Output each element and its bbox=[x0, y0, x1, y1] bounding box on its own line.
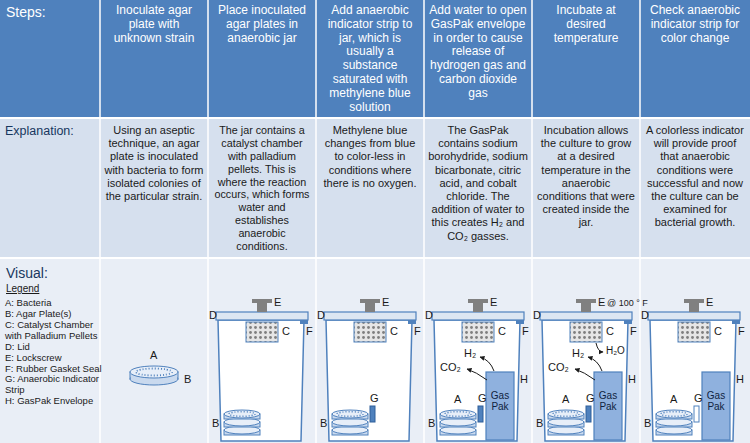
indicator-strip bbox=[370, 406, 375, 422]
callout-letter: B bbox=[644, 418, 651, 429]
agar-plates bbox=[656, 410, 692, 435]
legend-heading: Legend bbox=[6, 284, 39, 294]
callout-letter: E bbox=[706, 297, 713, 308]
callout-letter: E bbox=[598, 297, 605, 308]
gas-label: H₂ bbox=[464, 348, 476, 359]
callout-letter: B bbox=[212, 418, 219, 429]
explanation-cell: Methylene blue changes from blue to colo… bbox=[320, 124, 420, 190]
callout-letter: C bbox=[498, 326, 506, 337]
legend-entry: D: Lid bbox=[5, 342, 103, 353]
anaerobic-jar bbox=[432, 299, 524, 441]
callout-letter: G bbox=[694, 393, 703, 404]
explanation-row bbox=[0, 119, 750, 257]
gaspak-envelope bbox=[594, 372, 622, 440]
agar-plates bbox=[440, 410, 476, 435]
legend-entry: G: Anaerobic Indicator Strip bbox=[5, 374, 103, 396]
anaerobic-jar bbox=[540, 299, 632, 441]
temperature-label: @ 100 ° F bbox=[607, 299, 648, 308]
legend-list: A: BacteriaB: Agar Plate(s)C: Catalyst C… bbox=[5, 298, 103, 407]
legend-entry: F: Rubber Gasket Seal bbox=[5, 364, 103, 375]
callout-letter: A bbox=[562, 394, 569, 405]
explanation-cell: The GasPak contains sodium borohydride, … bbox=[428, 124, 528, 243]
explanation-cell: A colorless indicator will provide proof… bbox=[644, 124, 746, 230]
row-heading: Steps: bbox=[6, 4, 46, 20]
callout-letter: A bbox=[454, 394, 461, 405]
water-label: H₂O bbox=[606, 346, 625, 356]
callout-letter: H bbox=[520, 374, 528, 385]
callout-letter: D bbox=[425, 310, 433, 321]
step-cell: Inoculate agar plate with unknown strain bbox=[104, 4, 204, 45]
row-heading: Visual: bbox=[6, 265, 48, 281]
explanation-cell: The jar contains a catalyst chamber with… bbox=[212, 124, 312, 253]
legend-entry: B: Agar Plate(s) bbox=[5, 309, 103, 320]
step-cell: Check anaerobic indicator strip for colo… bbox=[644, 4, 746, 45]
callout-letter: H bbox=[628, 374, 636, 385]
callout-letter: E bbox=[274, 297, 281, 308]
explanation-cell: Incubation allows the culture to grow at… bbox=[536, 124, 636, 230]
callout-letter: D bbox=[209, 310, 217, 321]
gaspak-label: Gas Pak bbox=[594, 390, 622, 412]
legend-entry: E: Lockscrew bbox=[5, 353, 103, 364]
callout-letter: E bbox=[490, 297, 497, 308]
gaspak-label: Gas Pak bbox=[486, 390, 514, 412]
step-cell: Add water to open GasPak envelope in ord… bbox=[428, 4, 528, 101]
callout-letter: G bbox=[370, 393, 379, 404]
indicator-strip bbox=[586, 406, 591, 422]
agar-plates bbox=[224, 410, 260, 435]
anaerobic-jar bbox=[216, 299, 308, 441]
callout-letter: F bbox=[414, 326, 421, 337]
callout-letter: A bbox=[150, 350, 157, 361]
header-row bbox=[0, 0, 750, 117]
callout-letter: B bbox=[428, 418, 435, 429]
callout-letter: E bbox=[382, 297, 389, 308]
callout-letter: G bbox=[586, 393, 595, 404]
callout-letter: C bbox=[606, 326, 614, 337]
legend-entry: H: GasPak Envelope bbox=[5, 396, 103, 407]
gas-label: CO₂ bbox=[440, 362, 461, 373]
indicator-strip bbox=[694, 406, 699, 422]
callout-letter: D bbox=[317, 310, 325, 321]
agar-plates bbox=[548, 410, 584, 435]
callout-letter: F bbox=[522, 326, 529, 337]
step-cell: Place inoculated agar plates in anaerobi… bbox=[212, 4, 312, 45]
callout-letter: D bbox=[533, 310, 541, 321]
callout-letter: A bbox=[670, 394, 677, 405]
callout-letter: G bbox=[478, 393, 487, 404]
callout-letter: F bbox=[306, 326, 313, 337]
water-arrow bbox=[596, 343, 603, 352]
gas-arrows bbox=[575, 357, 602, 380]
callout-letter: C bbox=[282, 326, 290, 337]
callout-letter: C bbox=[390, 326, 398, 337]
callout-letter: B bbox=[536, 418, 543, 429]
legend-entry: C: Catalyst Chamber with Palladium Pelle… bbox=[5, 320, 103, 342]
callout-letter: D bbox=[641, 310, 649, 321]
column-dividers bbox=[100, 0, 640, 443]
gaspak-envelope bbox=[486, 372, 514, 440]
step-cell: Incubate at desired temperature bbox=[536, 4, 636, 45]
anaerobic-jar bbox=[324, 299, 416, 441]
step-cell: Add anaerobic indicator strip to jar, wh… bbox=[320, 4, 420, 114]
callout-letter: C bbox=[714, 326, 722, 337]
visual-row bbox=[0, 259, 750, 443]
callout-letter: F bbox=[630, 326, 637, 337]
callout-letter: H bbox=[736, 374, 744, 385]
callout-letter: B bbox=[320, 418, 327, 429]
gaspak-label: Gas Pak bbox=[702, 390, 730, 412]
single-agar-plate bbox=[130, 366, 178, 385]
legend-entry: A: Bacteria bbox=[5, 298, 103, 309]
gas-arrows bbox=[467, 357, 494, 380]
callout-letter: F bbox=[738, 326, 745, 337]
gas-label: H₂ bbox=[572, 348, 584, 359]
anaerobic-jar bbox=[648, 299, 740, 441]
explanation-cell: Using an aseptic technique, an agar plat… bbox=[104, 124, 204, 203]
indicator-strip bbox=[478, 406, 483, 422]
gaspak-envelope bbox=[702, 372, 730, 440]
gas-label: CO₂ bbox=[548, 362, 569, 373]
agar-plates bbox=[332, 410, 368, 435]
row-heading: Explanation: bbox=[5, 124, 74, 138]
callout-letter: B bbox=[184, 374, 191, 385]
